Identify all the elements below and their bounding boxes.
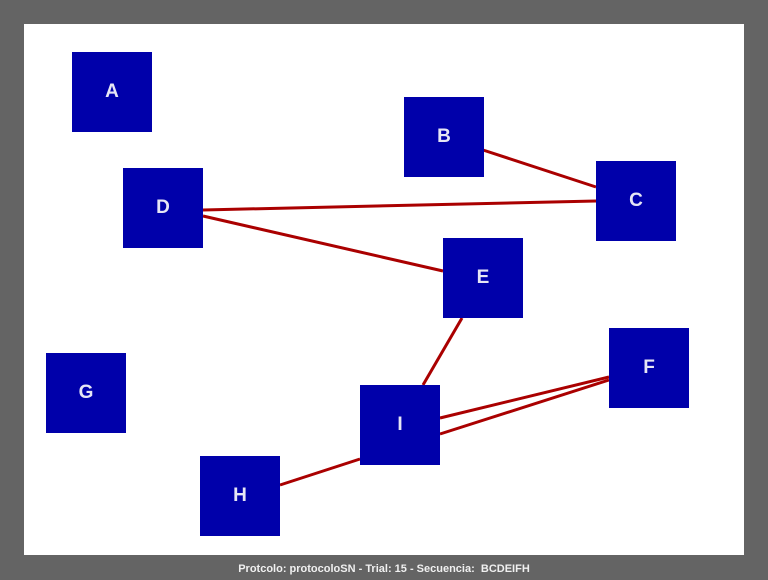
node-d: D — [123, 168, 203, 248]
edge-i-f — [439, 375, 610, 420]
edge-d-e — [202, 214, 444, 273]
edge-h-i — [279, 457, 361, 487]
footer-text: Protcolo: protocoloSN - Trial: 15 - Secu… — [238, 563, 530, 575]
node-e: E — [443, 238, 523, 318]
node-i: I — [360, 385, 440, 465]
edge-i-f — [439, 378, 610, 436]
node-a: A — [72, 52, 152, 132]
edge-b-c — [482, 148, 597, 189]
node-b: B — [404, 97, 484, 177]
edge-e-i — [421, 317, 464, 386]
node-g: G — [46, 353, 126, 433]
edge-d-c — [202, 199, 597, 212]
node-f: F — [609, 328, 689, 408]
node-h: H — [200, 456, 280, 536]
node-c: C — [596, 161, 676, 241]
status-footer: Protcolo: protocoloSN - Trial: 15 - Secu… — [0, 560, 768, 578]
